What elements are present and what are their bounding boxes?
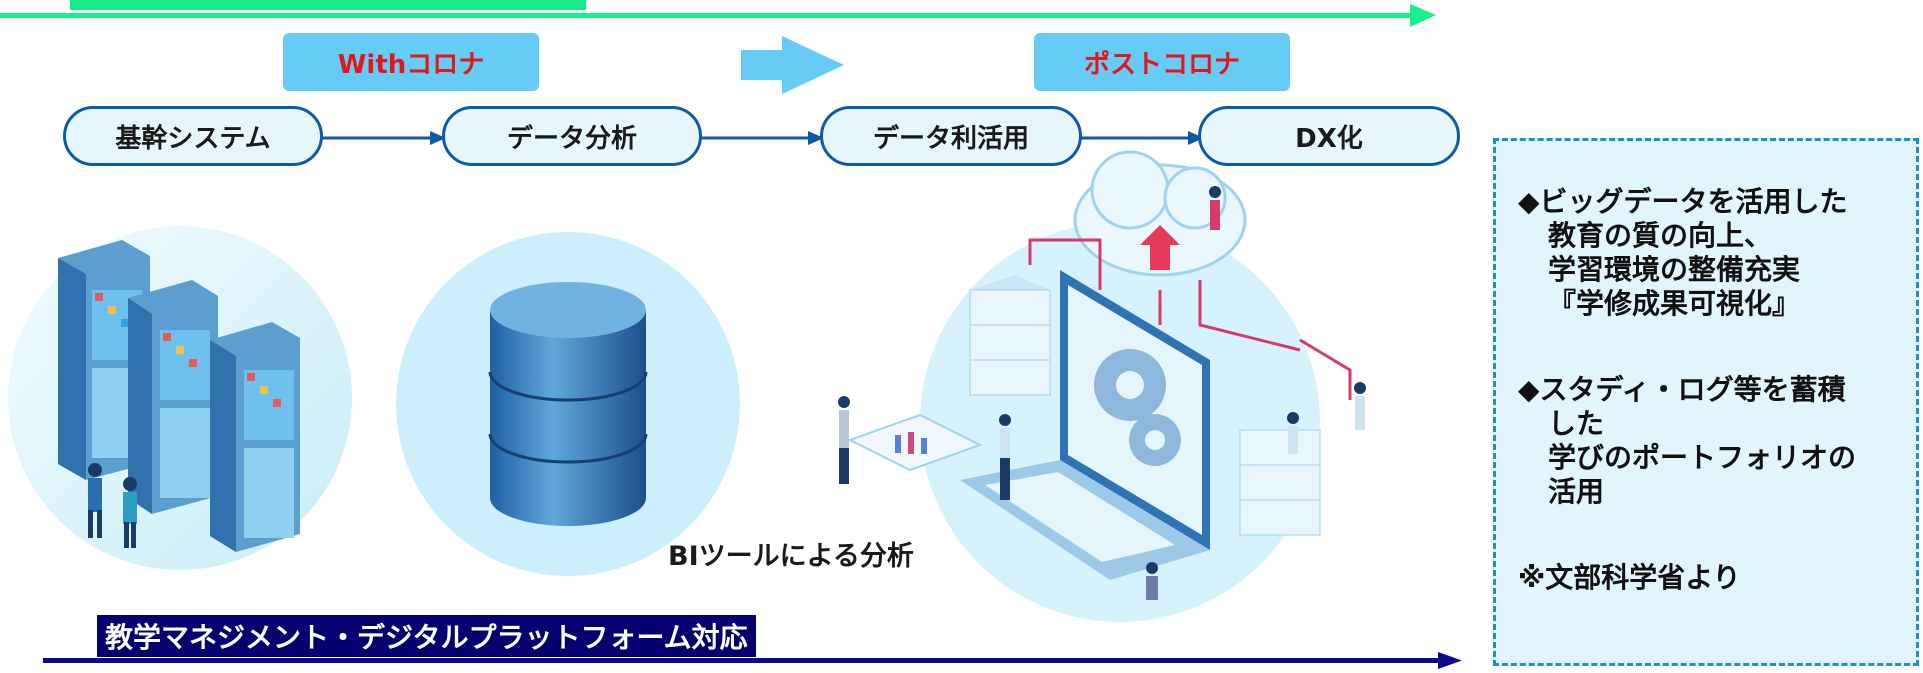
bi-tool-label: BIツールによる分析 <box>668 541 914 572</box>
bottom-banner: 教学マネジメント・デジタルプラットフォーム対応 <box>97 615 756 657</box>
server-stack-icon <box>969 275 1321 536</box>
goal-line-1: ◆ビッグデータを活用した <box>1518 185 1848 218</box>
goal-line-4: 『学修成果可視化』 <box>1548 287 1801 320</box>
goal-line-8: 活用 <box>1548 475 1605 508</box>
stage-data-analysis: データ分析 <box>442 106 702 166</box>
goal-line-3: 学習環境の整備充実 <box>1548 253 1801 286</box>
with-corona-tag: Withコロナ <box>283 33 539 91</box>
goal-source-note: ※文部科学省より <box>1518 561 1741 594</box>
gears-icon <box>1094 349 1181 466</box>
top-timeline-arrow <box>0 4 1436 27</box>
stage-data-utilization: データ利活用 <box>820 106 1082 166</box>
server-racks-illustration <box>8 226 352 570</box>
chart-board-icon <box>847 413 983 472</box>
goal-line-6: した <box>1548 407 1605 440</box>
people-icon <box>838 186 1366 600</box>
post-corona-tag: ポストコロナ <box>1034 33 1290 91</box>
stage-connectors <box>322 131 1204 145</box>
stage-dx: DX化 <box>1198 106 1460 166</box>
phase-transition-arrow-icon <box>741 36 844 94</box>
database-icon <box>488 282 648 526</box>
goals-box: ◆ビッグデータを活用した 教育の質の向上、 学習環境の整備充実 『学修成果可視化… <box>1493 138 1919 666</box>
database-illustration <box>396 232 740 576</box>
goal-line-7: 学びのポートフォリオの <box>1548 441 1857 474</box>
stage-core-system: 基幹システム <box>63 106 323 166</box>
goal-line-2: 教育の質の向上、 <box>1548 219 1773 252</box>
top-banner <box>70 0 586 10</box>
people-icon <box>88 463 137 548</box>
bottom-timeline-arrow <box>43 652 1462 669</box>
goal-line-5: ◆スタディ・ログ等を蓄積 <box>1518 373 1846 406</box>
cloud-laptop-illustration <box>838 150 1366 622</box>
